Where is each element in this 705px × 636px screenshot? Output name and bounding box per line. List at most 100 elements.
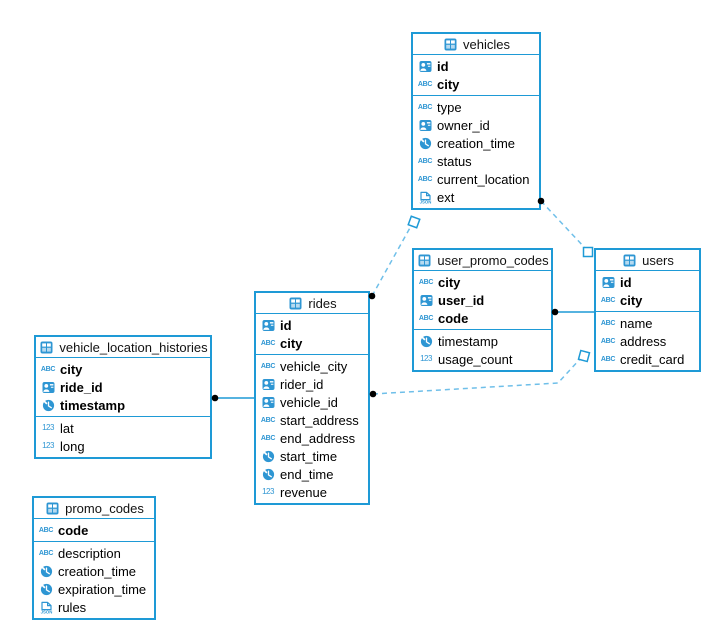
field-row-id: id	[413, 57, 539, 75]
id-badge-icon	[417, 119, 433, 132]
clock-icon	[38, 583, 54, 596]
abc-icon: ABC	[417, 157, 433, 165]
abc-icon: ABC	[600, 319, 616, 327]
field-name: city	[280, 335, 303, 351]
num-icon: 123	[420, 354, 432, 363]
table-header[interactable]: user_promo_codes	[414, 250, 551, 271]
abc-icon: ABC	[418, 314, 434, 322]
field-name: expiration_time	[58, 581, 147, 597]
field-row-end_address: ABC end_address	[256, 429, 368, 447]
field-name: id	[620, 274, 632, 290]
table-title: vehicle_location_histories	[59, 339, 208, 355]
json-icon: JSON	[417, 191, 433, 204]
field-name: timestamp	[60, 397, 126, 413]
table-icon	[38, 341, 54, 354]
field-row-city: ABC city	[414, 273, 551, 291]
field-name: vehicle_id	[280, 394, 338, 410]
field-name: end_address	[280, 430, 356, 446]
table-title: users	[642, 252, 674, 268]
field-name: status	[437, 153, 472, 169]
svg-text:JSON: JSON	[419, 199, 431, 203]
table-header[interactable]: rides	[256, 293, 368, 314]
table-title: vehicles	[463, 36, 510, 52]
field-row-id: id	[256, 316, 368, 334]
table-header[interactable]: vehicle_location_histories	[36, 337, 210, 358]
abc-icon: ABC	[418, 278, 434, 286]
field-name: creation_time	[58, 563, 137, 579]
table-header[interactable]: promo_codes	[34, 498, 154, 519]
abc-icon: ABC	[417, 80, 433, 88]
json-icon: JSON	[38, 601, 54, 614]
field-name: credit_card	[620, 351, 685, 367]
id-badge-icon	[418, 294, 434, 307]
table-icon	[621, 254, 637, 267]
abc-icon: ABC	[600, 355, 616, 363]
field-row-rider_id: rider_id	[256, 375, 368, 393]
field-row-credit_card: ABC credit_card	[596, 350, 699, 368]
table-icon	[416, 254, 432, 267]
field-name: revenue	[280, 484, 327, 500]
field-row-start_time: start_time	[256, 447, 368, 465]
num-icon: 123	[42, 423, 54, 432]
field-name: code	[58, 522, 89, 538]
id-badge-icon	[260, 378, 276, 391]
field-name: current_location	[437, 171, 530, 187]
field-name: user_id	[438, 292, 485, 308]
abc-icon: ABC	[417, 175, 433, 183]
field-name: city	[438, 274, 461, 290]
clock-icon	[418, 335, 434, 348]
table-header[interactable]: users	[596, 250, 699, 271]
field-name: vehicle_city	[280, 358, 348, 374]
clock-icon	[40, 399, 56, 412]
table-title: rides	[308, 295, 337, 311]
field-name: rules	[58, 599, 87, 615]
relationship-start-dot	[369, 390, 377, 398]
field-row-timestamp: timestamp	[36, 396, 210, 414]
clock-icon	[417, 137, 433, 150]
clock-icon	[38, 565, 54, 578]
field-name: description	[58, 545, 121, 561]
abc-icon: ABC	[417, 103, 433, 111]
abc-icon: ABC	[260, 339, 276, 347]
abc-icon: ABC	[600, 296, 616, 304]
field-name: owner_id	[437, 117, 490, 133]
svg-text:JSON: JSON	[40, 609, 52, 613]
field-name: creation_time	[437, 135, 516, 151]
id-badge-icon	[260, 396, 276, 409]
abc-icon: ABC	[40, 365, 56, 373]
table-title: promo_codes	[65, 500, 144, 516]
field-row-expiration_time: expiration_time	[34, 580, 154, 598]
table-icon	[44, 502, 60, 515]
abc-icon: ABC	[260, 434, 276, 442]
table-header[interactable]: vehicles	[413, 34, 539, 55]
field-row-creation_time: creation_time	[413, 134, 539, 152]
field-name: name	[620, 315, 653, 331]
